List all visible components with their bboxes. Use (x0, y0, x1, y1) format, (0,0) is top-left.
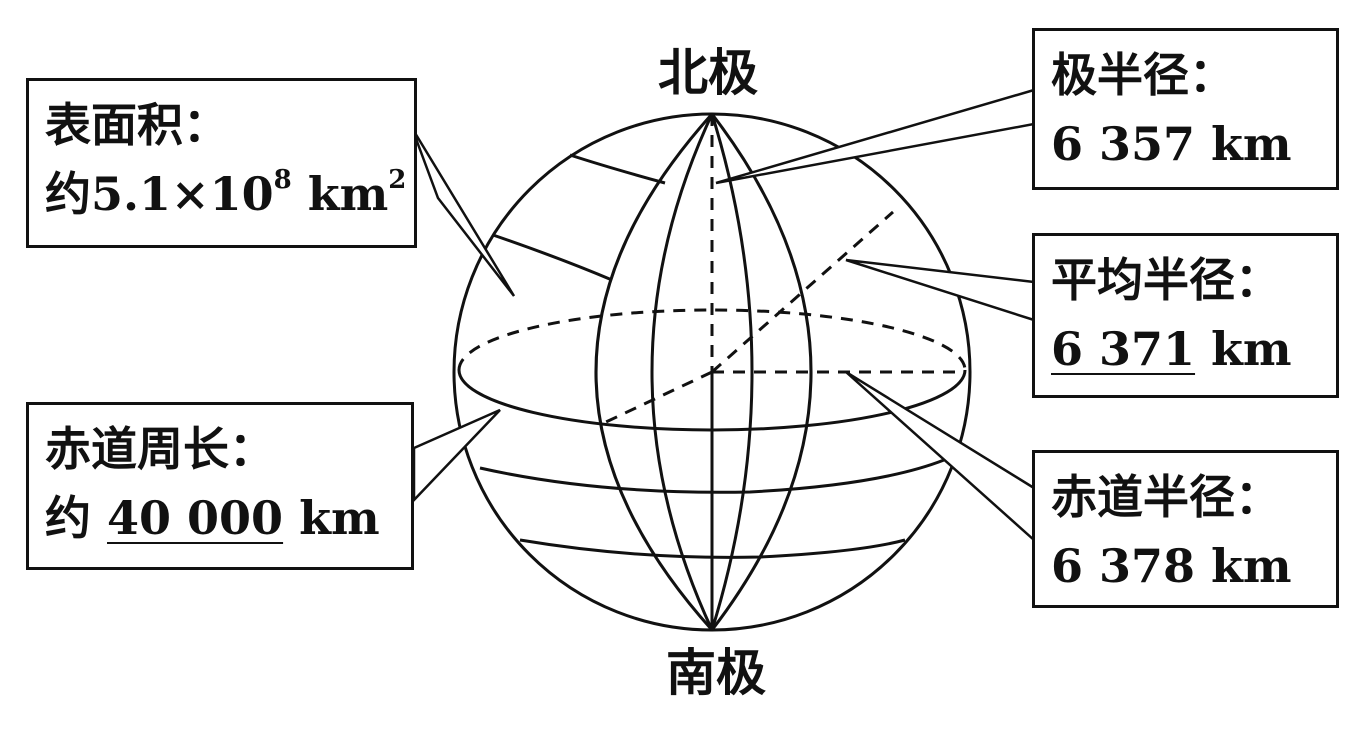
circumference-label: 赤道周长： (45, 422, 275, 476)
meridian-left-inner (650, 113, 714, 631)
equatorial-radius-callout: 赤道半径： 6 378 km (1032, 450, 1339, 608)
circumference-prefix: 约 (45, 491, 91, 545)
pointer-circumference (412, 408, 501, 504)
surface-area-unit-exponent: 2 (388, 165, 407, 195)
mean-radius-label: 平均半径： (1051, 253, 1281, 307)
equatorial-circumference-callout: 赤道周长： 约 40 000 km (26, 402, 414, 570)
surface-area-mantissa: 5.1×10 (91, 167, 274, 221)
south-pole-label: 南极 (666, 643, 766, 702)
pointer-mean-radius (845, 258, 1036, 322)
surface-area-value: 约5.1×108 km2 (45, 160, 406, 229)
surface-area-label: 表面积： (45, 98, 229, 152)
circumference-unit: km (283, 491, 380, 545)
meridian-left-outer (594, 112, 714, 632)
mean-radius-callout: 平均半径： 6 371 km (1032, 233, 1339, 398)
equator-back (457, 308, 967, 371)
mean-radius-value: 6 371 km (1051, 315, 1320, 384)
circumference-number: 40 000 (107, 491, 284, 545)
mean-radius-unit: km (1195, 322, 1292, 376)
inner-dashed-line (605, 370, 713, 424)
mean-radius-number: 6 371 (1051, 322, 1196, 376)
pointer-polar-radius (715, 88, 1036, 185)
surface-area-exponent: 8 (273, 165, 292, 195)
surface-area-unit: km (291, 167, 389, 221)
surface-area-callout: 表面积： 约5.1×108 km2 (26, 78, 417, 248)
pointer-surface-area (410, 127, 516, 297)
equatorial-radius-label: 赤道半径： (1051, 470, 1281, 524)
parallel-south-mid (479, 458, 945, 494)
circumference-value: 约 40 000 km (45, 484, 395, 553)
north-pole-label: 北极 (658, 43, 758, 102)
parallel-north-mid (492, 233, 613, 282)
polar-radius-value: 6 357 km (1051, 117, 1292, 171)
polar-radius-label: 极半径： (1051, 48, 1235, 102)
polar-radius-callout: 极半径： 6 357 km (1032, 28, 1339, 190)
equatorial-radius-value: 6 378 km (1051, 539, 1292, 593)
parallel-south-low (519, 538, 906, 559)
parallel-north-high (569, 153, 666, 185)
surface-area-prefix: 约 (45, 167, 91, 221)
